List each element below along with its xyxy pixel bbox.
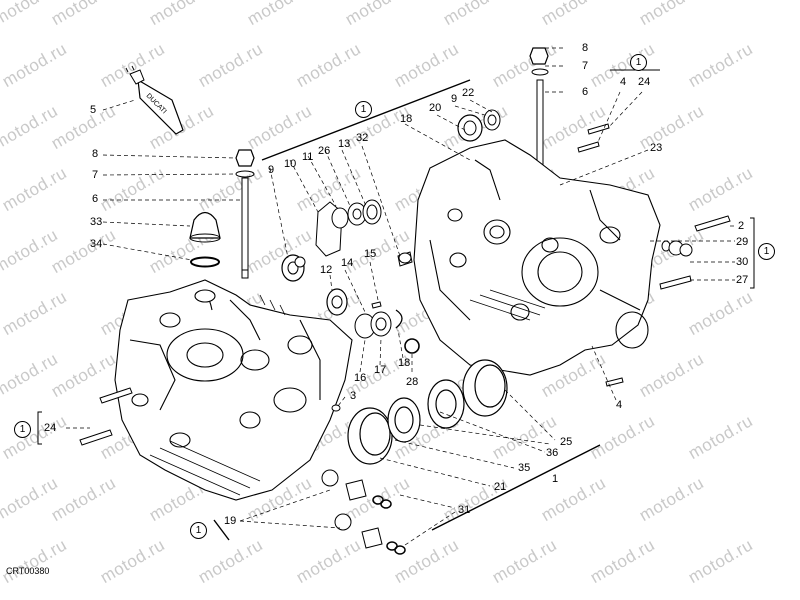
leader-lines	[66, 47, 735, 546]
callout-18-middle: 18	[398, 357, 411, 369]
drawing-code: CRT00380	[6, 566, 50, 576]
callout-6-right: 6	[582, 86, 589, 98]
callout-23: 23	[650, 142, 663, 154]
callout-16: 16	[354, 372, 367, 384]
left-crankcase-half	[114, 279, 353, 501]
callout-28: 28	[406, 376, 419, 388]
callout-7-left: 7	[92, 169, 99, 181]
upper-middle-parts	[281, 199, 413, 282]
callout-10: 10	[284, 158, 297, 170]
callout-12: 12	[320, 264, 333, 276]
callout-18-top: 18	[400, 113, 413, 125]
callout-6-left: 6	[92, 193, 99, 205]
lower-dowel-pin	[605, 377, 624, 387]
callout-36: 36	[546, 447, 559, 459]
callout-4-top: 4	[620, 76, 627, 88]
callout-29: 29	[736, 236, 749, 248]
group-bracket-bottom	[431, 444, 601, 531]
callout-27: 27	[736, 274, 749, 286]
callout-2: 2	[738, 220, 745, 232]
callout-1-bottom: 1	[552, 473, 559, 485]
middle-bearing-stack	[326, 288, 420, 412]
callout-26: 26	[318, 145, 331, 157]
callout-17: 17	[374, 364, 387, 376]
left-stud-assembly	[235, 149, 255, 279]
callout-21: 21	[494, 481, 507, 493]
callout-30: 30	[736, 256, 749, 268]
group-marker-right: 1	[758, 243, 775, 260]
callout-19: 19	[224, 515, 237, 527]
callout-7-right: 7	[582, 60, 589, 72]
callout-9-right: 9	[451, 93, 458, 105]
callout-3: 3	[350, 390, 357, 402]
callout-15: 15	[364, 248, 377, 260]
group-marker-left: 1	[14, 421, 31, 438]
callout-22: 22	[462, 87, 475, 99]
left-bolts	[79, 387, 133, 446]
callout-24-top: 24	[638, 76, 651, 88]
dowel-pins-upper	[577, 123, 610, 153]
callout-35: 35	[518, 462, 531, 474]
right-crankcase-half	[413, 139, 661, 376]
main-bearings-lower	[347, 359, 508, 465]
callout-4-lower: 4	[616, 399, 623, 411]
group-marker-top: 1	[355, 101, 372, 118]
callout-34: 34	[90, 238, 103, 250]
right-stud-assembly	[529, 47, 549, 173]
group-bracket-left	[37, 411, 42, 445]
group-bracket-right	[750, 217, 755, 289]
sealant-tube	[125, 65, 184, 135]
callout-32: 32	[356, 132, 369, 144]
callout-8-right: 8	[582, 42, 589, 54]
callout-31: 31	[458, 504, 471, 516]
callout-11: 11	[302, 151, 314, 163]
cap-and-oring	[189, 211, 221, 268]
callout-24-left: 24	[44, 422, 57, 434]
callout-5: 5	[90, 104, 97, 116]
callout-8-left: 8	[92, 148, 99, 160]
drain-plugs-and-washers	[321, 469, 406, 555]
right-side-fasteners	[659, 215, 731, 290]
callout-20: 20	[429, 102, 442, 114]
callout-9-left: 9	[268, 164, 275, 176]
callout-25: 25	[560, 436, 573, 448]
group-marker-bottom-left: 1	[190, 522, 207, 539]
callout-33: 33	[90, 216, 103, 228]
bearings-upper-right	[457, 109, 501, 142]
callout-13: 13	[338, 138, 351, 150]
group-bracket-left-lower	[213, 519, 230, 541]
group-bracket-top	[261, 79, 471, 161]
group-marker-upper-right: 1	[630, 54, 647, 71]
callout-14: 14	[341, 257, 354, 269]
